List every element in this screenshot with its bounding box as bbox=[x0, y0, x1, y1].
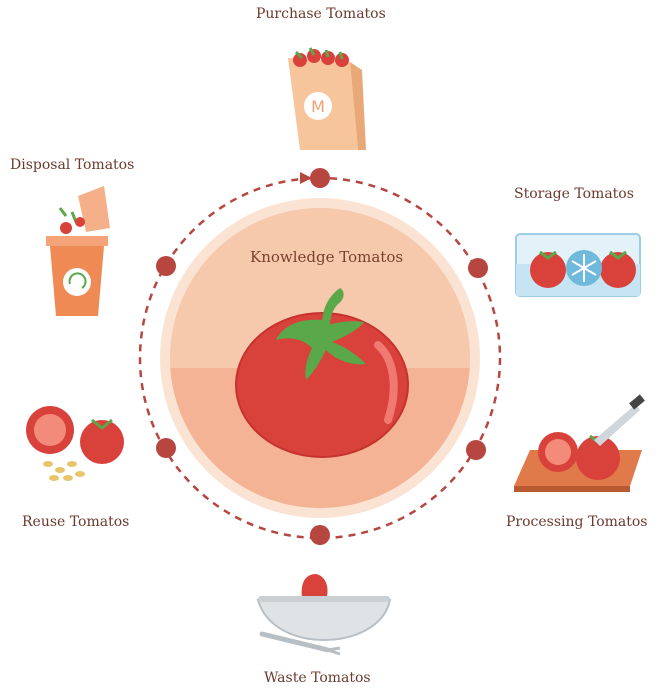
storage-container-icon bbox=[516, 234, 640, 296]
stage-label-storage: Storage Tomatos bbox=[514, 186, 634, 202]
purchase-bag-icon: M bbox=[288, 48, 366, 150]
seeds-icon bbox=[43, 461, 85, 481]
stage-label-processing: Processing Tomatos bbox=[506, 514, 647, 530]
center-label: Knowledge Tomatos bbox=[250, 248, 403, 266]
cycle-dot-waste bbox=[310, 525, 330, 545]
knife-icon bbox=[594, 404, 640, 446]
cycle-dot-storage bbox=[468, 258, 488, 278]
processing-board-icon bbox=[514, 394, 645, 492]
stage-label-disposal: Disposal Tomatos bbox=[10, 157, 134, 173]
bag-letter: M bbox=[311, 97, 325, 116]
disposal-bin-icon bbox=[46, 186, 110, 316]
stage-label-purchase: Purchase Tomatos bbox=[256, 6, 386, 22]
cycle-dot-reuse bbox=[156, 438, 176, 458]
stage-label-reuse: Reuse Tomatos bbox=[22, 514, 129, 530]
cycle-dot-processing bbox=[466, 440, 486, 460]
cycle-dot-purchase bbox=[310, 168, 330, 188]
waste-bowl-icon bbox=[258, 574, 390, 654]
cycle-dot-disposal bbox=[156, 256, 176, 276]
stage-label-waste: Waste Tomatos bbox=[264, 670, 371, 686]
reuse-tomato-icon bbox=[26, 406, 124, 481]
